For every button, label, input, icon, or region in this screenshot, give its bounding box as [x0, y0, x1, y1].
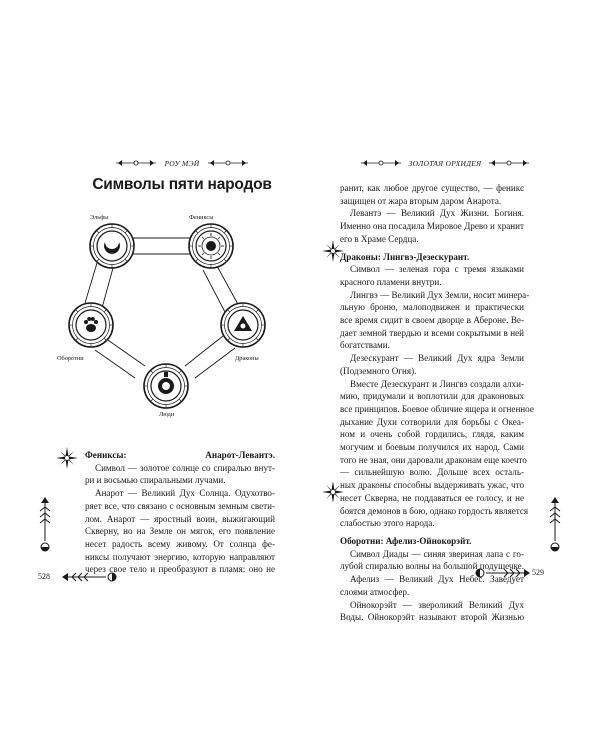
text-line: дыхание Духи сотворили для борьбы с Океа…: [340, 416, 524, 427]
page-title: Символы пяти народов: [92, 176, 272, 193]
text-line: богатствами.: [340, 340, 390, 351]
text-line: мию, придумали и воплотили для драконовы…: [340, 391, 524, 402]
text-line: Воды. Ойнокорэйт называют второй Жизнью: [340, 612, 524, 623]
five-peoples-diagram: Эльфы Фениксы Оборотни Драконы Люди: [55, 208, 280, 423]
text-line: Дезескурант — Великий Дух ядра Земли: [350, 353, 524, 364]
text-line: слабостью этого народа.: [340, 518, 435, 529]
text-line: несет Скверна, не поддаваться ее голосу,…: [340, 492, 524, 503]
arrow-ornament-icon: [62, 572, 117, 582]
text-line: Вместе Дезескурант и Лингвэ создали алхи…: [350, 378, 524, 389]
text-line: никсы получают энергию, которую направля…: [85, 551, 275, 562]
ornament-icon: [116, 160, 157, 166]
text-line: Скверну, но на Земле он мягок, его появл…: [85, 526, 275, 537]
right-running-head: ЗОЛОТАЯ ОРХИДЕЯ: [345, 155, 545, 171]
text-line: ранит, как любое другое существо, — фени…: [340, 183, 524, 193]
text-line: защищен от жара вторым даром Анарота.: [340, 195, 502, 206]
text-line: все принципов. Боевое обличие ящера и ог…: [340, 403, 534, 414]
section-heading-dragons: Драконы: Лингвэ-Дезескурант.: [340, 251, 470, 262]
compass-star-icon: [56, 447, 78, 469]
section-heading-werewolves: Оборотни: Афелиз-Ойнокорэйт.: [340, 535, 472, 546]
right-page: ЗОЛОТАЯ ОРХИДЕЯ ранит, как любое другое …: [300, 0, 600, 750]
text-line: ри и восьмью спиральными лучами.: [85, 475, 226, 486]
arrow-ornament-icon: [549, 497, 561, 552]
text-line: Афелиз — Великий Дух Небес. Заведует: [350, 574, 524, 585]
page-number-right: 529: [532, 568, 544, 577]
ornament-icon: [360, 160, 401, 166]
arrow-ornament-icon: [475, 568, 530, 578]
ornament-icon: [489, 160, 530, 166]
text-line: его в Храме Сердца.: [340, 233, 419, 244]
text-line: ном и очень собой гордились, глядя, каки…: [340, 429, 524, 440]
running-head-title: ЗОЛОТАЯ ОРХИДЕЯ: [408, 158, 482, 168]
section-heading-phoenixes: Фениксы: Анарот-Левантэ.: [85, 450, 275, 460]
text-line: боятся демонов в бою, однако гордость яв…: [340, 505, 529, 516]
text-line: Лингвэ — Великий Дух Земли, носит минера…: [350, 289, 530, 300]
page-number-left: 528: [38, 572, 50, 581]
text-line: через свое тело и преобразуют в пламя: о…: [85, 564, 275, 575]
text-line: несет радость всему живому. От солнца фе…: [85, 538, 275, 549]
text-line: могучим и боевым получился их народ. Сам…: [340, 442, 524, 453]
text-line: Анарот — Великий Дух Солнца. Одухотво-: [95, 488, 275, 499]
text-line: Символ Диады — синяя звериная лапа с го-: [350, 548, 524, 559]
label-werewolves: Оборотни: [57, 355, 84, 362]
text-line: ряет все, что связано с основным земным …: [85, 500, 275, 511]
text-line: (Подземного Огня).: [340, 365, 417, 376]
text-line: Именно она посадила Мировое Древо и хран…: [340, 221, 524, 232]
ornament-icon: [207, 160, 248, 166]
right-body-text: ранит, как любое другое существо, — фени…: [340, 182, 534, 624]
label-humans: Люди: [159, 411, 175, 418]
text-line: льную броню, малоподвижен и практически: [340, 302, 524, 313]
label-dragons: Драконы: [235, 355, 259, 362]
running-head-title: РОУ МЭЙ: [164, 158, 200, 168]
left-page: РОУ МЭЙ Символы пяти народов: [38, 155, 282, 582]
text-line: Символ — зеленая гора с тремя языками: [350, 264, 524, 275]
text-line: того не зная, они даровали драконам еще …: [340, 454, 527, 465]
text-line: красного пламени внутри.: [340, 276, 442, 287]
compass-star-icon: [322, 240, 344, 262]
text-line: лом. Анарот — яростный воин, выжигающий: [85, 513, 275, 524]
compass-star-icon: [322, 481, 344, 503]
label-elves: Эльфы: [90, 214, 109, 221]
label-phoenixes: Фениксы: [189, 214, 214, 221]
left-body-text: Фениксы: Анарот-Левантэ. Символ — золото…: [85, 449, 275, 576]
arrow-ornament-icon: [39, 497, 51, 552]
text-line: — сильнейшую волю. Дольше всех осталь-: [340, 467, 524, 478]
left-running-head: РОУ МЭЙ: [82, 155, 282, 171]
text-line: дает земной твердью и всеми сокрытыми в …: [340, 327, 524, 338]
text-line: Символ — золотое солнце со спиралью внут…: [95, 462, 275, 473]
text-line: слоями атмосфер.: [340, 586, 410, 597]
text-line: Левантэ — Великий Дух Жизни. Богиня.: [350, 208, 524, 219]
pentagon-emblem-icon: [68, 223, 266, 409]
text-line: Ойнокорэйт — звероликий Великий Дух: [350, 599, 524, 610]
text-line: все время сидит в своем дворце в Абероне…: [340, 315, 524, 326]
text-line: ных драконы способны выдерживать ужас, ч…: [340, 480, 524, 491]
text-line: лубой спиралью волны на большой подушечк…: [340, 561, 524, 572]
